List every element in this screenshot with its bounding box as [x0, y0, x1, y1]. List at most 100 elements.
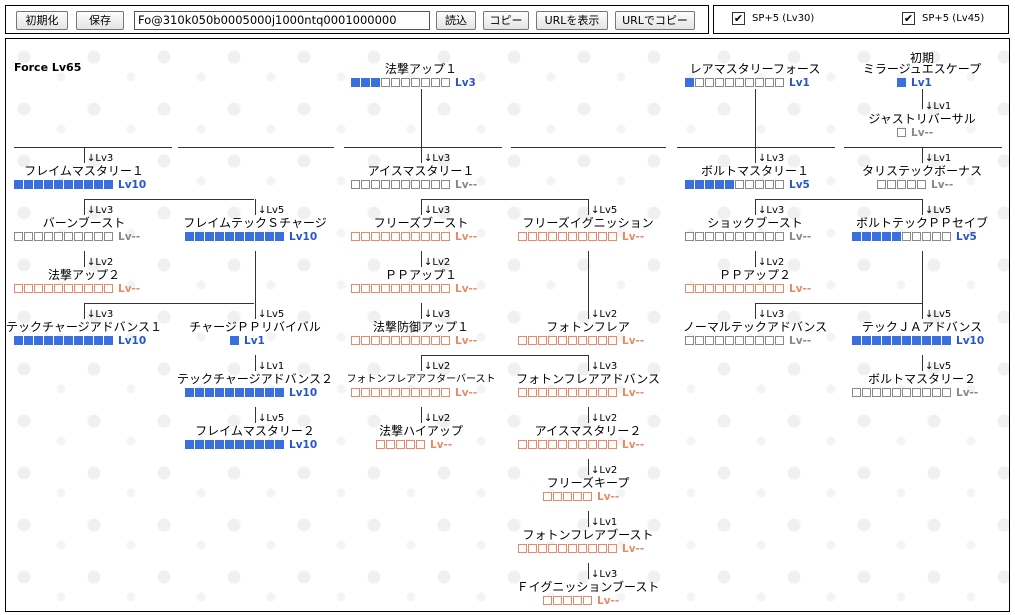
skill-point-box[interactable]: [44, 232, 53, 241]
skill-point-box[interactable]: [578, 544, 587, 553]
skill-point-box[interactable]: [185, 440, 194, 449]
skill-point-box[interactable]: [745, 284, 754, 293]
skill-level-meter[interactable]: Lv10: [185, 439, 317, 452]
skill-point-box[interactable]: [775, 336, 784, 345]
skill-point-box[interactable]: [225, 388, 234, 397]
skill-point-box[interactable]: [215, 232, 224, 241]
skill-point-box[interactable]: [411, 284, 420, 293]
skill-point-box[interactable]: [401, 284, 410, 293]
skill-point-box[interactable]: [245, 440, 254, 449]
skill-point-box[interactable]: [568, 232, 577, 241]
skill-point-box[interactable]: [381, 284, 390, 293]
skill-point-box[interactable]: [563, 596, 572, 605]
skill-level-meter[interactable]: Lv--: [897, 127, 933, 140]
skill-point-box[interactable]: [518, 544, 527, 553]
skill-point-box[interactable]: [421, 284, 430, 293]
skill-point-box[interactable]: [775, 78, 784, 87]
skill-point-box[interactable]: [588, 232, 597, 241]
skill-point-box[interactable]: [441, 388, 450, 397]
skill-point-box[interactable]: [391, 284, 400, 293]
skill-point-box[interactable]: [912, 388, 921, 397]
skill-point-box[interactable]: [528, 544, 537, 553]
skill-point-box[interactable]: [932, 388, 941, 397]
skill-point-box[interactable]: [185, 388, 194, 397]
skill-point-box[interactable]: [538, 232, 547, 241]
skill-point-box[interactable]: [715, 180, 724, 189]
skill-point-box[interactable]: [518, 388, 527, 397]
skill-point-box[interactable]: [583, 492, 592, 501]
skill-point-box[interactable]: [518, 232, 527, 241]
skill-point-box[interactable]: [705, 78, 714, 87]
skill-level-meter[interactable]: Lv--: [685, 231, 811, 244]
skill-point-box[interactable]: [275, 440, 284, 449]
skill-point-box[interactable]: [872, 232, 881, 241]
skill-point-box[interactable]: [104, 180, 113, 189]
skill-point-box[interactable]: [381, 180, 390, 189]
skill-point-box[interactable]: [381, 388, 390, 397]
skill-point-box[interactable]: [54, 180, 63, 189]
skill-point-box[interactable]: [755, 180, 764, 189]
skill-point-box[interactable]: [351, 336, 360, 345]
skill-point-box[interactable]: [14, 336, 23, 345]
skill-point-box[interactable]: [917, 180, 926, 189]
skill-level-meter[interactable]: Lv10: [852, 335, 984, 348]
skill-level-meter[interactable]: Lv10: [185, 231, 317, 244]
skill-point-box[interactable]: [431, 180, 440, 189]
skill-point-box[interactable]: [421, 78, 430, 87]
skill-point-box[interactable]: [558, 232, 567, 241]
skill-point-box[interactable]: [245, 388, 254, 397]
save-button[interactable]: 保存: [76, 11, 124, 30]
skill-point-box[interactable]: [558, 544, 567, 553]
skill-point-box[interactable]: [598, 544, 607, 553]
skill-point-box[interactable]: [441, 232, 450, 241]
skill-point-box[interactable]: [195, 388, 204, 397]
skill-point-box[interactable]: [538, 544, 547, 553]
skill-point-box[interactable]: [391, 180, 400, 189]
skill-point-box[interactable]: [371, 232, 380, 241]
skill-point-box[interactable]: [386, 440, 395, 449]
skill-point-box[interactable]: [185, 232, 194, 241]
skill-point-box[interactable]: [84, 336, 93, 345]
skill-point-box[interactable]: [371, 180, 380, 189]
skill-point-box[interactable]: [715, 232, 724, 241]
skill-point-box[interactable]: [528, 440, 537, 449]
skill-point-box[interactable]: [695, 336, 704, 345]
skill-point-box[interactable]: [381, 78, 390, 87]
skill-point-box[interactable]: [882, 388, 891, 397]
skill-point-box[interactable]: [902, 232, 911, 241]
skill-point-box[interactable]: [441, 336, 450, 345]
load-button[interactable]: 読込: [436, 11, 476, 30]
skill-point-box[interactable]: [431, 78, 440, 87]
skill-point-box[interactable]: [563, 492, 572, 501]
skill-point-box[interactable]: [411, 388, 420, 397]
skill-level-meter[interactable]: Lv--: [14, 283, 140, 296]
skill-point-box[interactable]: [376, 440, 385, 449]
skill-point-box[interactable]: [548, 232, 557, 241]
skill-point-box[interactable]: [715, 78, 724, 87]
skill-point-box[interactable]: [255, 232, 264, 241]
skill-point-box[interactable]: [528, 336, 537, 345]
skill-point-box[interactable]: [912, 232, 921, 241]
skill-point-box[interactable]: [543, 596, 552, 605]
skill-point-box[interactable]: [361, 180, 370, 189]
skill-point-box[interactable]: [431, 336, 440, 345]
skill-point-box[interactable]: [725, 232, 734, 241]
skill-point-box[interactable]: [568, 544, 577, 553]
skill-point-box[interactable]: [932, 336, 941, 345]
skill-level-meter[interactable]: Lv3: [351, 77, 476, 90]
skill-point-box[interactable]: [695, 232, 704, 241]
skill-point-box[interactable]: [421, 180, 430, 189]
skill-point-box[interactable]: [897, 128, 906, 137]
copy-button[interactable]: コピー: [483, 11, 529, 30]
skill-point-box[interactable]: [558, 440, 567, 449]
skill-point-box[interactable]: [745, 232, 754, 241]
skill-level-meter[interactable]: Lv10: [185, 387, 317, 400]
skill-point-box[interactable]: [391, 388, 400, 397]
skill-point-box[interactable]: [538, 336, 547, 345]
skill-point-box[interactable]: [942, 232, 951, 241]
sp-lv45-checkbox[interactable]: ✔: [902, 12, 915, 25]
skill-point-box[interactable]: [755, 284, 764, 293]
skill-point-box[interactable]: [381, 232, 390, 241]
skill-level-meter[interactable]: Lv--: [877, 179, 953, 192]
skill-point-box[interactable]: [416, 440, 425, 449]
